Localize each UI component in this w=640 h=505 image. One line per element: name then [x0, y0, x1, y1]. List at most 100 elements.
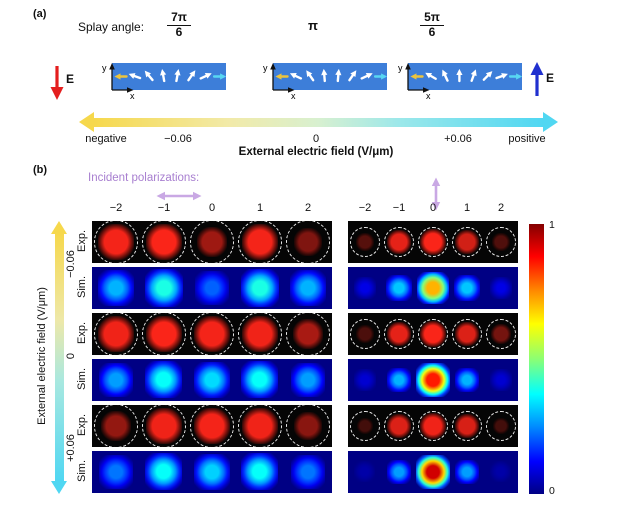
heatmap-horizontal-experiment-row3 — [92, 313, 332, 355]
splay-angle-pi: π — [308, 18, 318, 33]
diffraction-spot-4 — [490, 277, 512, 299]
dashed-circle-0 — [349, 226, 381, 258]
y-tick-2: +0.06 — [65, 434, 77, 462]
diffraction-spot-4 — [290, 362, 326, 398]
dashed-circle-2 — [417, 410, 449, 442]
panel-b-label: (b) — [33, 164, 48, 176]
dashed-circle-4 — [286, 313, 330, 355]
diffraction-spot-2 — [194, 454, 230, 490]
dashed-circle-1 — [142, 405, 186, 447]
x-tick-right-2: 0 — [429, 202, 437, 214]
director-arrow-icon — [174, 69, 181, 83]
fraction-numerator: 5π — [420, 10, 444, 27]
x-tick-right-3: 1 — [463, 202, 471, 214]
x-tick-right-0: −2 — [358, 202, 372, 214]
dashed-circle-4 — [485, 410, 517, 442]
heatmap-horizontal-experiment-row1 — [92, 221, 332, 263]
diffraction-spot-3 — [241, 453, 279, 491]
panel-a-label: (a) — [33, 8, 47, 20]
heatmap-horizontal-experiment-row5 — [92, 405, 332, 447]
horizontal-polarization-arrow-icon — [156, 191, 202, 201]
dashed-circle-3 — [451, 410, 483, 442]
heatmap-vertical-experiment-row5 — [348, 405, 518, 447]
dashed-circle-1 — [142, 313, 186, 355]
diffraction-spot-2 — [417, 272, 449, 304]
heatmap-horizontal-simulation-row2 — [92, 267, 332, 309]
dashed-circle-2 — [417, 318, 449, 350]
dashed-circle-0 — [94, 221, 138, 263]
diffraction-spot-0 — [354, 277, 376, 299]
dashed-circle-4 — [485, 226, 517, 258]
dashed-circle-0 — [94, 405, 138, 447]
director-arrow-icon — [360, 73, 373, 80]
cell-x-axis-label: x — [291, 91, 296, 101]
dashed-circle-3 — [238, 221, 282, 263]
x-tick-left-2: 0 — [208, 202, 216, 214]
director-arrow-icon — [456, 68, 463, 83]
dashed-circle-2 — [190, 405, 234, 447]
director-arrow-icon — [335, 68, 342, 83]
heatmap-horizontal-simulation-row4 — [92, 359, 332, 401]
director-arrow-icon — [442, 69, 449, 82]
panel-b-y-axis-title: External electric field (V/μm) — [36, 287, 48, 425]
splay-angle-label: Splay angle: — [78, 20, 145, 34]
heatmap-vertical-experiment-row1 — [348, 221, 518, 263]
director-arrow-icon — [482, 71, 493, 81]
positive-e-field-label: E — [546, 71, 555, 85]
heatmap-vertical-simulation-row6 — [348, 451, 518, 493]
diffraction-spot-1 — [386, 275, 412, 301]
negative-e-field-arrow-icon — [50, 66, 64, 100]
dashed-circle-3 — [451, 226, 483, 258]
field-axis-gradient-bar — [93, 118, 543, 127]
dashed-circle-1 — [142, 221, 186, 263]
diffraction-spot-3 — [241, 269, 279, 307]
dashed-circle-3 — [451, 318, 483, 350]
diffraction-spot-3 — [454, 367, 480, 393]
dashed-circle-2 — [190, 313, 234, 355]
field-axis-plus006-label: +0.06 — [444, 133, 472, 145]
x-tick-right-1: −1 — [392, 202, 406, 214]
director-arrow-icon — [187, 70, 196, 82]
director-arrow-icon — [410, 73, 424, 80]
director-arrow-icon — [144, 70, 154, 82]
diffraction-spot-3 — [454, 459, 480, 485]
heatmap-vertical-simulation-row2 — [348, 267, 518, 309]
diffraction-spot-0 — [99, 455, 133, 489]
splay-angle-5pi-6: 5π 6 — [417, 10, 447, 40]
dashed-circle-1 — [383, 226, 415, 258]
dashed-circle-3 — [238, 313, 282, 355]
incident-polarizations-label: Incident polarizations: — [88, 172, 200, 184]
lc-cell-2: yx — [263, 63, 388, 101]
x-tick-left-4: 2 — [304, 202, 312, 214]
field-axis-vertical-gradient-bar — [55, 233, 64, 481]
vertical-polarization-arrow-icon — [431, 177, 441, 211]
director-arrow-icon — [425, 72, 437, 80]
dashed-circle-1 — [383, 410, 415, 442]
director-arrow-icon — [508, 73, 523, 80]
field-axis-down-arrowhead-icon — [51, 481, 67, 494]
heatmap-horizontal-simulation-row6 — [92, 451, 332, 493]
dashed-circle-3 — [238, 405, 282, 447]
director-arrow-icon — [470, 69, 477, 82]
diffraction-spot-3 — [454, 275, 480, 301]
field-axis-up-arrowhead-icon — [51, 221, 67, 234]
cell-x-axis-label: x — [426, 91, 431, 101]
fraction-denominator: 6 — [175, 25, 183, 40]
director-arrow-icon — [160, 69, 167, 83]
colorbar-max-label: 1 — [549, 219, 555, 231]
heatmap-vertical-simulation-row4 — [348, 359, 518, 401]
cell-y-axis-label: y — [263, 63, 268, 73]
field-axis-positive-label: positive — [508, 133, 546, 145]
x-tick-left-0: −2 — [109, 202, 123, 214]
positive-e-field-arrow-icon — [530, 62, 544, 96]
director-arrow-icon — [495, 73, 508, 80]
diffraction-spot-2 — [416, 363, 450, 397]
row-label-sim-4: Sim. — [76, 368, 88, 390]
diffraction-spot-4 — [490, 461, 512, 483]
diffraction-spot-3 — [241, 361, 279, 399]
fraction-denominator: 6 — [428, 25, 436, 40]
cell-x-axis-label: x — [130, 91, 135, 101]
diffraction-spot-0 — [354, 461, 376, 483]
director-arrow-icon — [321, 68, 328, 83]
